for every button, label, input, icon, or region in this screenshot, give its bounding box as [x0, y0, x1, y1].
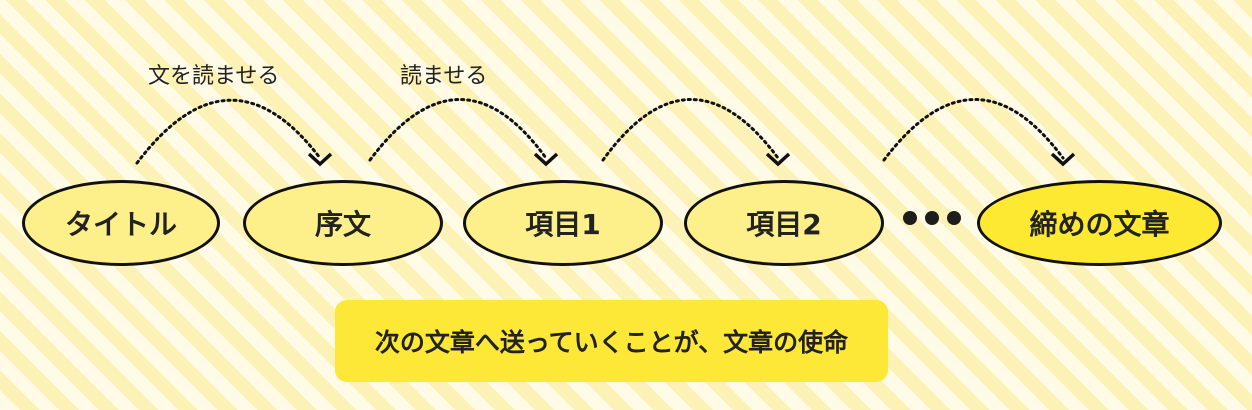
arrow-title-to-intro: [135, 98, 322, 165]
arrow-item1-to-item2: [601, 98, 780, 162]
dot: [925, 211, 939, 225]
node-title: タイトル: [22, 180, 220, 266]
node-intro-label: 序文: [314, 208, 371, 241]
node-item-2: 項目2: [684, 180, 884, 266]
caption-box: 次の文章へ送っていくことが、文章の使命: [335, 300, 888, 382]
arrowhead: [533, 152, 559, 167]
arrowhead: [307, 152, 333, 167]
dot: [903, 211, 917, 225]
caption-text: 次の文章へ送っていくことが、文章の使命: [374, 328, 849, 357]
node-item-1: 項目1: [463, 180, 663, 266]
node-item-2-label: 項目2: [746, 208, 822, 241]
arrow-label-read-text: 文を読ませる: [148, 64, 280, 89]
arrow-item2-to-closing: [882, 98, 1065, 162]
node-closing: 締めの文章: [977, 180, 1222, 266]
node-intro: 序文: [243, 180, 443, 266]
arrowhead: [765, 152, 791, 167]
node-closing-label: 締めの文章: [1029, 208, 1170, 241]
node-title-label: タイトル: [64, 208, 177, 241]
arrowhead: [1050, 152, 1076, 167]
arrow-label-read: 読ませる: [400, 64, 488, 89]
ellipsis-dots: [903, 211, 961, 225]
node-item-1-label: 項目1: [525, 208, 601, 241]
dot: [947, 211, 961, 225]
arrow-intro-to-item1: [368, 98, 548, 162]
